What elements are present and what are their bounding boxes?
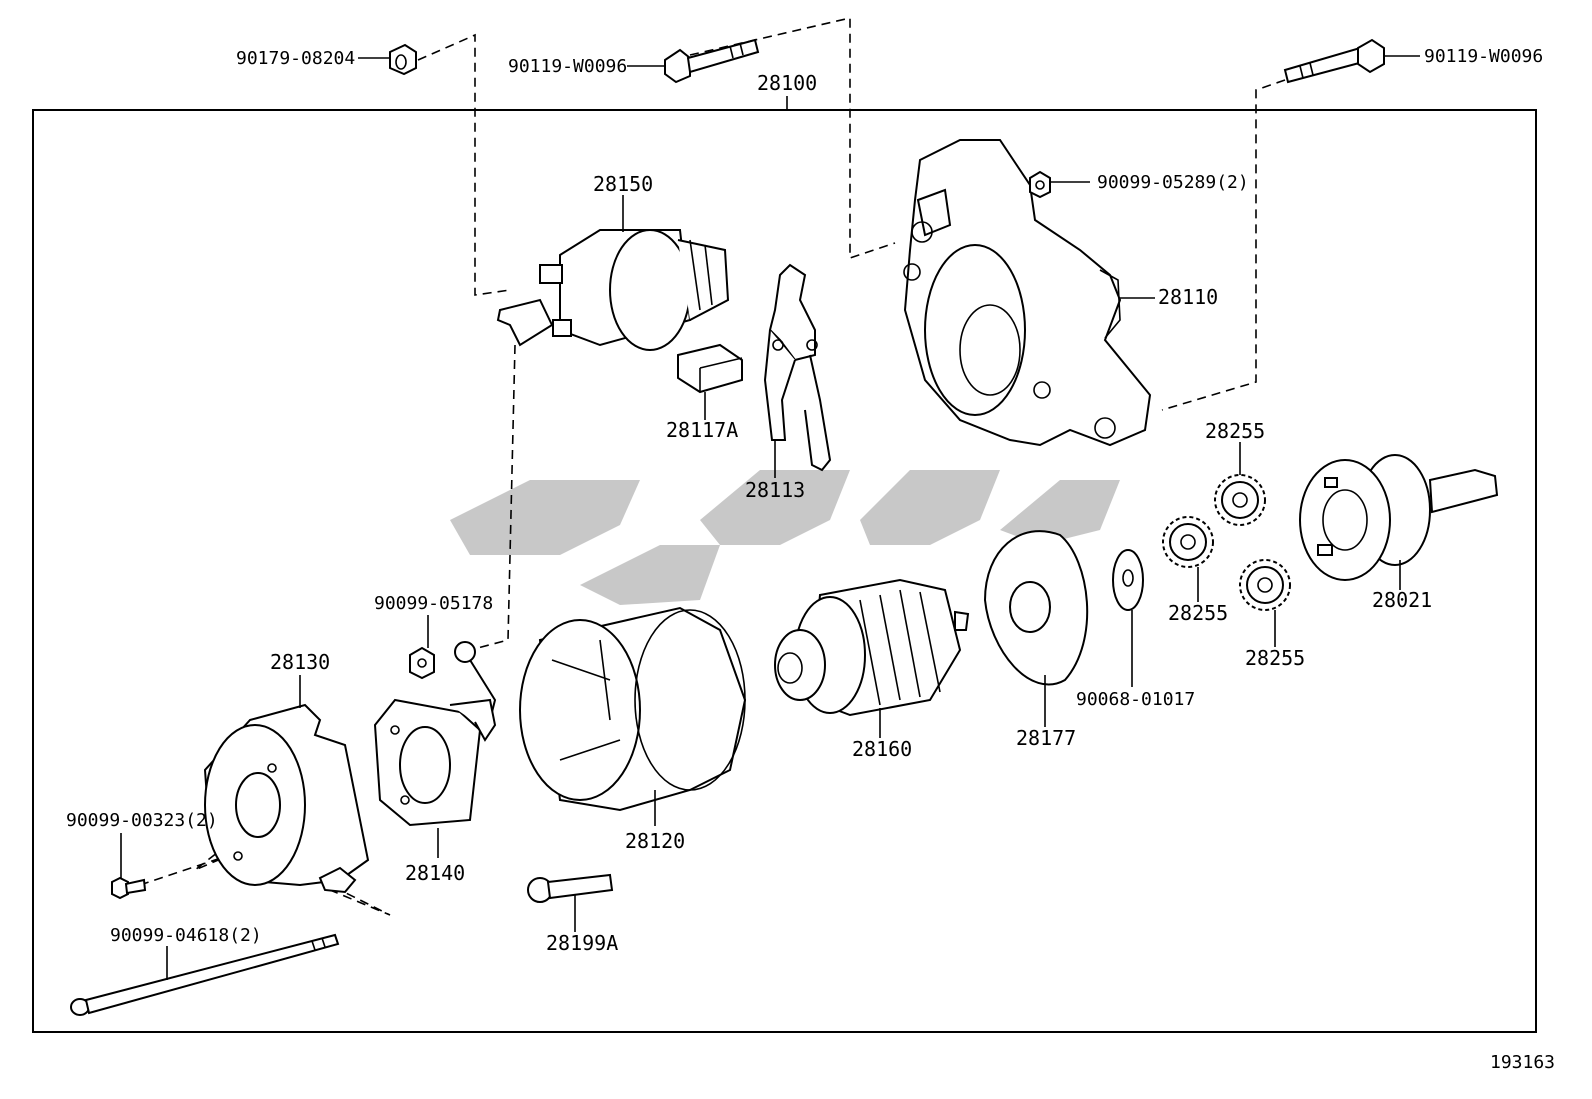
watermark-logo: [450, 470, 1120, 605]
label-28255-b: 28255: [1168, 601, 1228, 625]
brush-holder-28140: [373, 698, 497, 858]
label-90099-04618: 90099-04618(2): [110, 925, 262, 946]
label-28160: 28160: [852, 737, 912, 761]
block-28117A: [677, 343, 743, 420]
armature-28160: [774, 578, 970, 738]
label-90119-W0096-right: 90119-W0096: [1424, 46, 1543, 67]
label-28110: 28110: [1158, 285, 1218, 309]
assembly-frame: [32, 109, 1537, 1033]
label-90099-05289: 90099-05289(2): [1097, 172, 1249, 193]
housing-28110: [903, 139, 1155, 447]
figure-id: 193163: [1490, 1052, 1555, 1073]
label-90099-00323: 90099-00323(2): [66, 810, 218, 831]
lever-28113: [763, 263, 832, 478]
bolt-90119-W0096-left: [627, 38, 760, 84]
label-28117A: 28117A: [666, 418, 738, 442]
label-28199A: 28199A: [546, 931, 618, 955]
nut-90099-05289: [1029, 170, 1090, 199]
washer-90068-01017: [1112, 549, 1144, 687]
label-28021: 28021: [1372, 588, 1432, 612]
gear-28255-c: [1239, 559, 1291, 647]
nut-90099-05178: [409, 615, 435, 680]
bolt-90099-04618: [70, 933, 340, 1016]
label-90099-05178: 90099-05178: [374, 593, 493, 614]
bolt-90119-W0096-right: [1283, 38, 1420, 84]
label-28130: 28130: [270, 650, 330, 674]
label-28120: 28120: [625, 829, 685, 853]
end-cover-28130: [203, 675, 370, 894]
solenoid-28150: [496, 195, 730, 351]
label-28100: 28100: [757, 71, 817, 95]
label-90119-W0096-left: 90119-W0096: [508, 56, 627, 77]
yoke-28120: [519, 606, 747, 826]
carrier-28021: [1299, 454, 1499, 590]
label-28113: 28113: [745, 478, 805, 502]
nut-90179-08204: [358, 43, 417, 76]
plate-28177: [983, 530, 1089, 727]
gear-28255-b: [1162, 516, 1214, 602]
label-28177: 28177: [1016, 726, 1076, 750]
label-28255-c: 28255: [1245, 646, 1305, 670]
screw-90099-00323: [111, 833, 147, 900]
wire-28199A: [527, 873, 614, 932]
label-90068-01017: 90068-01017: [1076, 689, 1195, 710]
label-90179-08204: 90179-08204: [236, 48, 355, 69]
label-28140: 28140: [405, 861, 465, 885]
label-28255-a: 28255: [1205, 419, 1265, 443]
gear-28255-a: [1214, 442, 1266, 526]
label-28150: 28150: [593, 172, 653, 196]
